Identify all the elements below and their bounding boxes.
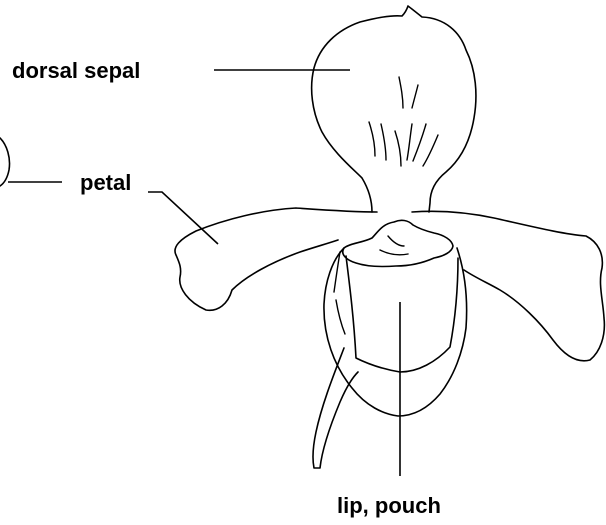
right-petal-shape xyxy=(412,211,604,361)
dorsal-sepal-label: dorsal sepal xyxy=(12,58,140,83)
staminode-detail xyxy=(380,236,408,255)
dorsal-sepal-shape xyxy=(312,6,476,212)
staminode-shape xyxy=(343,220,453,266)
petal-leader-line xyxy=(148,192,218,244)
partial-petal-left-edge xyxy=(0,138,10,186)
petal-label: petal xyxy=(80,170,131,195)
dorsal-sepal-veins xyxy=(369,77,438,166)
lateral-sepal-shape xyxy=(313,348,358,468)
pouch-shading xyxy=(334,252,345,334)
lip-pouch-inner-shape xyxy=(346,256,458,372)
lip-pouch-label: lip, pouch xyxy=(337,493,441,518)
